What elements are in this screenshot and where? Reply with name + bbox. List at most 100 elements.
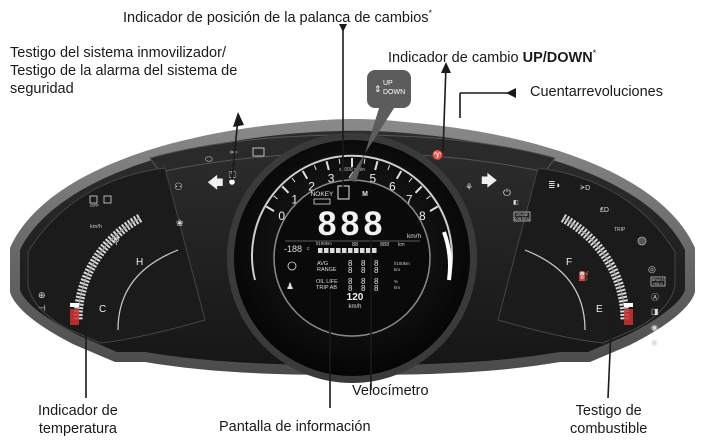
eco-icon (287, 261, 297, 271)
temp-coolant-icon: ⚲ (113, 236, 120, 246)
oil-label-2: TRIP AB (316, 285, 337, 291)
bar-segment (324, 248, 329, 253)
label-immobilizer-line3: seguridad (10, 81, 74, 97)
lcd-digit: 8 (348, 259, 353, 268)
l100-value: 88 (352, 242, 358, 248)
label-tachometer: Cuentarrevoluciones (530, 84, 663, 100)
lcd-digit: 8 (361, 284, 366, 293)
small-speed-unit: km/h (348, 304, 361, 310)
label-fuel-line1: Testigo de (575, 403, 642, 419)
airbag-icon: ⚘ (465, 182, 473, 192)
bar-segment (366, 248, 371, 253)
lcd-digit: 8 (348, 284, 353, 293)
tach-tick (281, 185, 290, 194)
foglight-icon: ₤D (600, 207, 609, 214)
fuel-pointer (624, 303, 633, 307)
highbeam-icon: ᗒD (580, 184, 590, 192)
temp-gauge-needle-arc (117, 249, 179, 331)
label-immobilizer: Testigo del sistema inmovilizador/ Testi… (10, 44, 237, 98)
nokey-indicator: NOKEY (311, 191, 334, 198)
m-mode-indicator: M (362, 191, 368, 198)
stability-icon: ❀ (176, 218, 184, 228)
tach-tick (363, 158, 366, 164)
trip-label: TRIP (614, 227, 626, 233)
leader-lines (85, 26, 613, 408)
updown-down-text: DOWN (383, 89, 405, 96)
tach-tick (374, 161, 379, 171)
temp-cold-label: C (99, 304, 106, 315)
tach-tick (313, 165, 317, 171)
tach-tick (325, 161, 330, 171)
arrowhead-tach (506, 88, 516, 98)
label-immobilizer-line2: Testigo de la alarma del sistema de (10, 63, 238, 79)
fuel-gauge-needle-arc (524, 249, 586, 331)
lcd-digit: 8 (374, 259, 379, 268)
tach-tick (265, 205, 275, 212)
updown-callout (367, 70, 411, 108)
leader-fuel (607, 306, 613, 399)
lcd-ring (273, 179, 431, 337)
arrowhead-updown (441, 62, 451, 73)
headlight-icon: ≣◗ (548, 180, 561, 190)
left-pod (27, 167, 206, 344)
arrowhead-shift (339, 24, 347, 32)
updown-arrows-icon: ⇕ (374, 84, 382, 94)
arrowhead-immobilizer (233, 112, 244, 127)
avg-unit-2: km (394, 267, 400, 272)
small-speed: 120 (347, 292, 364, 303)
brake-hold-box (650, 276, 666, 287)
temp-hot-label: H (136, 257, 143, 268)
wireless-icon: ⊣ (38, 303, 46, 313)
tach-ticks (265, 158, 439, 212)
tpms-icon: ⊕ (38, 290, 46, 300)
tach-redzone (442, 231, 452, 281)
tach-number: 1 (291, 192, 298, 206)
nokey-key-icon (313, 198, 331, 205)
tach-number: 3 (328, 172, 335, 186)
tach-number: 7 (406, 192, 413, 206)
tach-tick (395, 170, 403, 180)
tach-number: 6 (389, 180, 396, 194)
leader-arrowheads (233, 24, 516, 127)
speed-digits: 888 (318, 205, 387, 243)
tach-number: 2 (308, 180, 315, 194)
temp-red-end (70, 309, 79, 325)
fuel-full-label: F (566, 257, 572, 268)
seatbelt-icon: ⚇ (174, 182, 183, 193)
label-updown-prefix: Indicador de cambio (388, 49, 523, 66)
security-alarm-light (229, 179, 235, 185)
trip-knob (637, 236, 647, 246)
tach-arc (251, 154, 453, 281)
oil-unit-2: km (394, 285, 400, 290)
tach-tick (426, 195, 431, 200)
bar-segment (360, 248, 365, 253)
fuel-red-end (624, 309, 633, 325)
right-turn-arrow: 🡆 (481, 172, 498, 190)
cruise-text-2: CONTROL (514, 217, 530, 221)
bar-segment (348, 248, 353, 253)
lcd-digit: 8 (348, 266, 353, 275)
lcd-digit: 8 (361, 277, 366, 286)
tach-tick (414, 185, 423, 194)
avg-unit-1: l/100km (394, 261, 410, 266)
oil-pressure-icon: ⚯ (230, 148, 237, 157)
label-shift-position: Indicador de posición de la palanca de c… (123, 4, 432, 27)
updown-up-text: UP (383, 80, 393, 87)
bar-segment (336, 248, 341, 253)
lcd-digit: 8 (374, 266, 379, 275)
cruise-text-1: CRUISE (516, 213, 529, 217)
tach-tick (387, 165, 391, 171)
tach-tick (408, 177, 413, 183)
label-temperature-line2: temperatura (38, 421, 117, 437)
right-pod (497, 167, 676, 344)
label-shift-position-note: * (428, 8, 433, 18)
tach-number: 0 (278, 209, 285, 223)
tpms-top-icon: ♈ (432, 149, 443, 160)
label-updown-note: * (592, 48, 597, 58)
tach-tick (429, 205, 439, 212)
kmh-left: km/h (90, 224, 102, 230)
fuel-empty-label: E (596, 304, 603, 315)
